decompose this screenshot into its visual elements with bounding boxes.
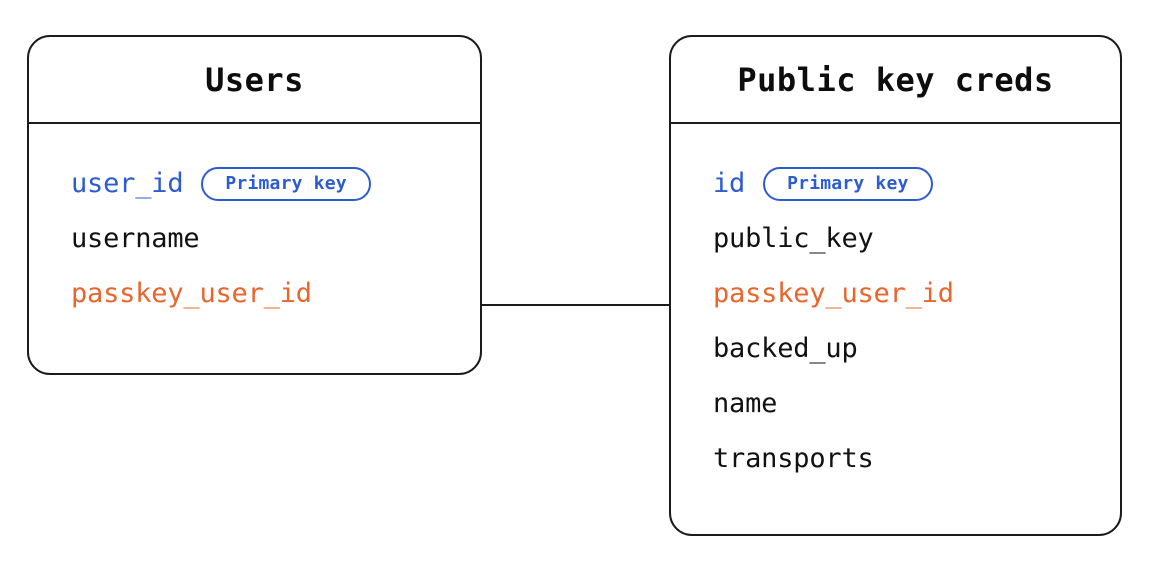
field-name: username [71, 223, 200, 254]
field-row[interactable]: backed_up [713, 321, 1120, 376]
field-row[interactable]: username [71, 211, 480, 266]
field-name: backed_up [713, 333, 858, 364]
field-row[interactable]: public_key [713, 211, 1120, 266]
field-name: passkey_user_id [713, 278, 954, 309]
field-name: name [713, 388, 778, 419]
field-name: passkey_user_id [71, 278, 312, 309]
field-name: transports [713, 443, 874, 474]
entity-title: Users [205, 60, 304, 99]
field-row[interactable]: name [713, 376, 1120, 431]
primary-key-badge: Primary key [763, 166, 933, 201]
entity-header-users: Users [29, 37, 480, 124]
primary-key-badge-label: Primary key [225, 172, 347, 194]
relation-connector-users-to-creds [481, 304, 669, 307]
field-row[interactable]: transports [713, 431, 1120, 486]
field-name: public_key [713, 223, 874, 254]
entity-header-public-key-creds: Public key creds [671, 37, 1120, 124]
field-row[interactable]: user_id Primary key [71, 156, 480, 211]
field-row[interactable]: passkey_user_id [713, 266, 1120, 321]
primary-key-badge-label: Primary key [787, 172, 909, 194]
primary-key-badge: Primary key [201, 166, 371, 201]
field-row[interactable]: passkey_user_id [71, 266, 480, 321]
field-name: id [713, 168, 746, 199]
entity-table-users[interactable]: Users user_id Primary key username passkey_u… [27, 35, 482, 375]
entity-field-list-users: user_id Primary key username passkey_user_i… [29, 124, 480, 321]
field-row[interactable]: id Primary key [713, 156, 1120, 211]
entity-title: Public key creds [737, 60, 1054, 99]
field-name: user_id [71, 168, 184, 199]
